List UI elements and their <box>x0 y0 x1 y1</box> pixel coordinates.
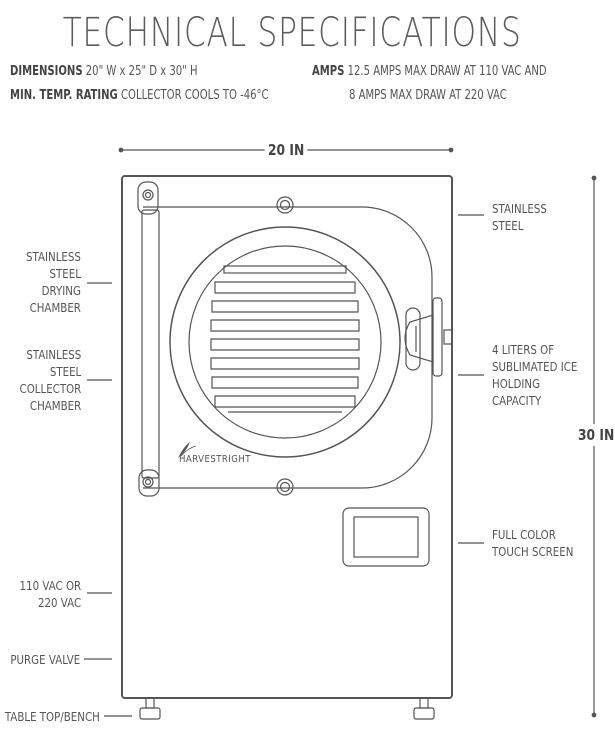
callout-line: SUBLIMATED ICE <box>492 359 578 374</box>
callout-line: FULL COLOR <box>492 527 556 542</box>
spec-amps-continued: 8 AMPS MAX DRAW AT 220 VAC <box>349 88 507 103</box>
front-left-foot-icon <box>139 697 161 720</box>
callout-line: HOLDING <box>492 376 541 391</box>
shelves <box>210 281 360 408</box>
touch-screen-bezel <box>342 507 430 567</box>
callout-line: STEEL <box>49 364 81 379</box>
callout-purge-valve: PURGE VALVE <box>10 652 80 667</box>
spec-amps-label: AMPS <box>312 64 345 79</box>
top-bolt-icon <box>276 196 294 214</box>
callout-line: STEEL <box>49 266 81 281</box>
hinge-bar <box>141 209 160 479</box>
callout-line: STAINLESS <box>26 249 81 264</box>
callout-line: COLLECTOR <box>19 381 81 396</box>
porthole-outer-ring <box>169 226 401 458</box>
spec-min-temp-label: MIN. TEMP. RATING <box>10 88 118 103</box>
hinge-top-icon <box>137 181 159 215</box>
callout-line: CAPACITY <box>492 393 542 408</box>
harvestright-logo <box>178 442 197 458</box>
spec-amps-line2: 8 AMPS MAX DRAW AT 220 VAC <box>349 88 507 103</box>
page-title: TECHNICAL SPECIFICATIONS <box>62 10 522 56</box>
spec-min-temp: MIN. TEMP. RATING COLLECTOR COOLS TO -46… <box>10 88 269 103</box>
callout-capacity: 4 LITERS OF SUBLIMATED ICE HOLDING CAPAC… <box>492 341 577 409</box>
callout-stainless-steel: STAINLESS STEEL <box>492 200 547 234</box>
callout-drying-chamber: STAINLESS STEEL DRYING CHAMBER <box>26 248 81 316</box>
door-panel <box>143 206 433 489</box>
spec-amps: AMPS 12.5 AMPS MAX DRAW AT 110 VAC AND <box>312 64 547 79</box>
callout-line: TOUCH SCREEN <box>492 544 574 559</box>
spec-dimensions-label: DIMENSIONS <box>10 64 83 79</box>
door-handle-icon <box>404 297 453 377</box>
callout-collector-chamber: STAINLESS STEEL COLLECTOR CHAMBER <box>19 346 81 414</box>
callout-line: CHAMBER <box>29 398 81 413</box>
callout-line: 220 VAC <box>37 595 81 610</box>
height-dimension-label: 30 IN <box>577 424 615 446</box>
spec-dimensions-value: 20" W x 25" D x 30" H <box>85 64 198 79</box>
callout-line: 4 LITERS OF <box>492 342 555 357</box>
callout-power: 110 VAC OR 220 VAC <box>19 577 81 611</box>
callout-line: STAINLESS <box>26 347 81 362</box>
porthole-window <box>188 245 382 439</box>
chamber-rim <box>223 265 347 274</box>
brand-label: HARVESTRIGHT <box>179 454 251 465</box>
callout-line: STAINLESS <box>492 201 547 216</box>
width-dimension-label: 20 IN <box>264 141 308 159</box>
callout-touch-screen: FULL COLOR TOUCH SCREEN <box>492 526 573 560</box>
front-right-foot-icon <box>413 697 435 720</box>
spec-amps-line1: 12.5 AMPS MAX DRAW AT 110 VAC AND <box>347 64 547 79</box>
spec-min-temp-value: COLLECTOR COOLS TO -46°C <box>121 88 269 103</box>
callout-table-top: TABLE TOP/BENCH <box>5 709 100 724</box>
callout-line: CHAMBER <box>29 300 81 315</box>
hinge-bottom-icon <box>138 469 160 497</box>
spec-dimensions: DIMENSIONS 20" W x 25" D x 30" H <box>10 64 198 79</box>
callout-line: STEEL <box>492 218 524 233</box>
bottom-bolt-icon <box>276 478 294 496</box>
callout-line: DRYING <box>41 283 81 298</box>
cabinet-body <box>121 175 453 699</box>
touch-screen-display <box>353 516 419 558</box>
callout-line: 110 VAC OR <box>19 578 81 593</box>
